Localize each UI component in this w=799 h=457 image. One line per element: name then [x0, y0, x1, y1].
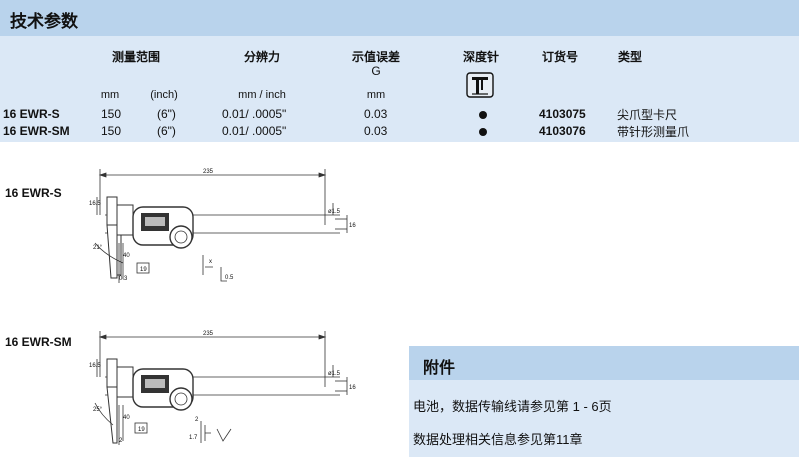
dim-x-val: 0.5 [225, 275, 234, 281]
spec-table: 测量范围 分辨力 示值误差 G 深度针 订货号 类型 mm (inch) mm … [0, 36, 799, 142]
dim-height: 16.5 [89, 363, 101, 369]
caliper-drawing-sm: 235 16.5 ø1.5 16 40 25° 2 19 2 1.7 [89, 331, 356, 445]
dim-x: x [209, 259, 212, 265]
drawing-label: 16 EWR-S [5, 186, 62, 200]
drawing-label: 16 EWR-SM [5, 335, 72, 349]
dim-length: 235 [203, 169, 214, 175]
unit-range-mm: mm [100, 89, 120, 101]
title-bar: 技术参数 [0, 0, 799, 36]
dim-height: 16.5 [89, 201, 101, 207]
depth-rod-dot [479, 111, 487, 119]
header-type: 类型 [617, 50, 642, 64]
accessories-line: 数据处理相关信息参见第11章 [413, 432, 583, 447]
accessories-body: 电池，数据传输线请参见第 1 - 6页 数据处理相关信息参见第11章 [409, 380, 799, 457]
dim-jaw: 40 [123, 253, 130, 259]
dim-d2: 1.7 [189, 435, 198, 441]
dim-length: 235 [203, 331, 214, 337]
depth-rod-dot [479, 128, 487, 136]
dim-tip: 0.3 [119, 276, 128, 282]
row-type: 带针形测量爪 [617, 125, 690, 139]
dim-rod: ø1.5 [328, 209, 341, 215]
dim-angle: 21° [93, 245, 103, 251]
row-model: 16 EWR-S [3, 107, 60, 121]
accessories-header: 附件 [409, 346, 799, 380]
caliper-drawing-s: 235 16.5 ø1.5 16 40 21° 0.3 19 x 0.5 [89, 169, 356, 283]
depth-rod-icon [466, 72, 494, 98]
row-error: 0.03 [364, 107, 388, 121]
unit-resolution: mm / inch [238, 89, 286, 101]
accessories-title: 附件 [423, 360, 456, 377]
header-order-no: 订货号 [541, 50, 578, 64]
row-order-no: 4103075 [539, 107, 586, 121]
dim-beam: 16 [349, 385, 356, 391]
row-model: 16 EWR-SM [3, 124, 70, 138]
dim-tip: 2 [119, 438, 123, 444]
unit-range-inch: (inch) [150, 89, 178, 101]
row-resolution: 0.01/ .0005" [222, 124, 287, 138]
row-range-mm: 150 [101, 124, 122, 138]
row-range-mm: 150 [101, 107, 122, 121]
dim-jaw: 40 [123, 415, 130, 421]
row-range-inch: (6") [157, 107, 176, 121]
header-range: 测量范围 [111, 50, 160, 64]
row-error: 0.03 [364, 124, 388, 138]
accessories-line: 电池，数据传输线请参见第 1 - 6页 [413, 399, 612, 414]
header-resolution: 分辨力 [243, 50, 280, 64]
dim-rod: ø1.5 [328, 371, 341, 377]
page-title: 技术参数 [10, 12, 78, 31]
dim-beam: 16 [349, 223, 356, 229]
row-range-inch: (6") [157, 124, 176, 138]
header-error-symbol: G [371, 64, 381, 78]
unit-error: mm [366, 89, 386, 101]
dim-width: 19 [138, 427, 145, 433]
row-resolution: 0.01/ .0005" [222, 107, 287, 121]
row-order-no: 4103076 [539, 124, 586, 138]
row-type: 尖爪型卡尺 [617, 108, 678, 122]
header-error: 示值误差 [351, 50, 400, 64]
header-depth-rod: 深度针 [462, 50, 499, 64]
dim-d1: 2 [195, 417, 199, 423]
dim-angle: 25° [93, 407, 103, 413]
dim-width: 19 [140, 267, 147, 273]
